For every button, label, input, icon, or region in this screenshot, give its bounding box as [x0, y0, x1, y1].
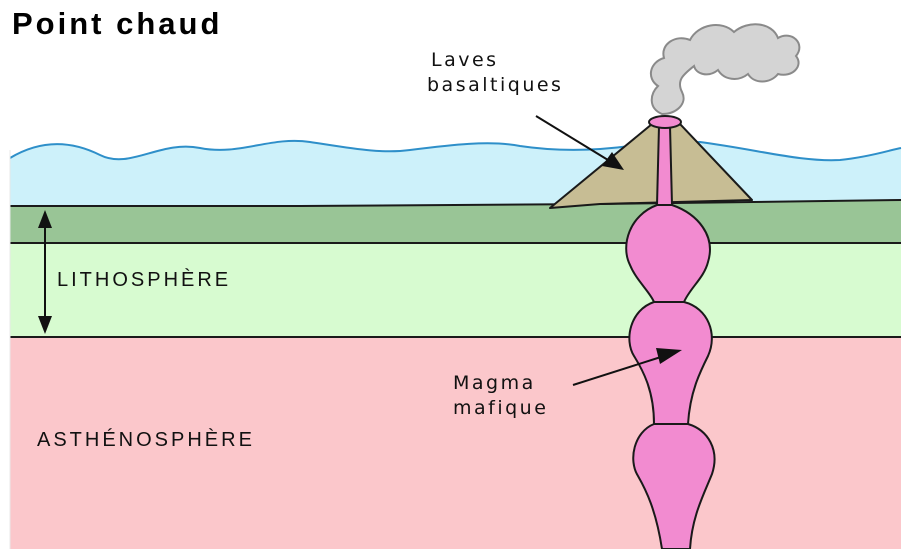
asthenosphere-label: ASTHÉNOSPHÈRE [37, 429, 255, 452]
magma-mafique-label: Magma mafique [453, 371, 548, 420]
magma-conduit [657, 126, 672, 205]
magma-label-line1: Magma [453, 371, 548, 396]
smoke-plume [651, 24, 799, 114]
laves-label-line1: Laves [427, 48, 563, 73]
laves-label-line2: basaltiques [427, 73, 563, 98]
magma-crater [649, 116, 681, 128]
laves-basaltiques-label: Laves basaltiques [427, 48, 563, 97]
lithosphere-label: LITHOSPHÈRE [57, 269, 231, 292]
diagram-title: Point chaud [12, 6, 222, 42]
ocean-water [10, 141, 901, 206]
magma-label-line2: mafique [453, 396, 548, 421]
